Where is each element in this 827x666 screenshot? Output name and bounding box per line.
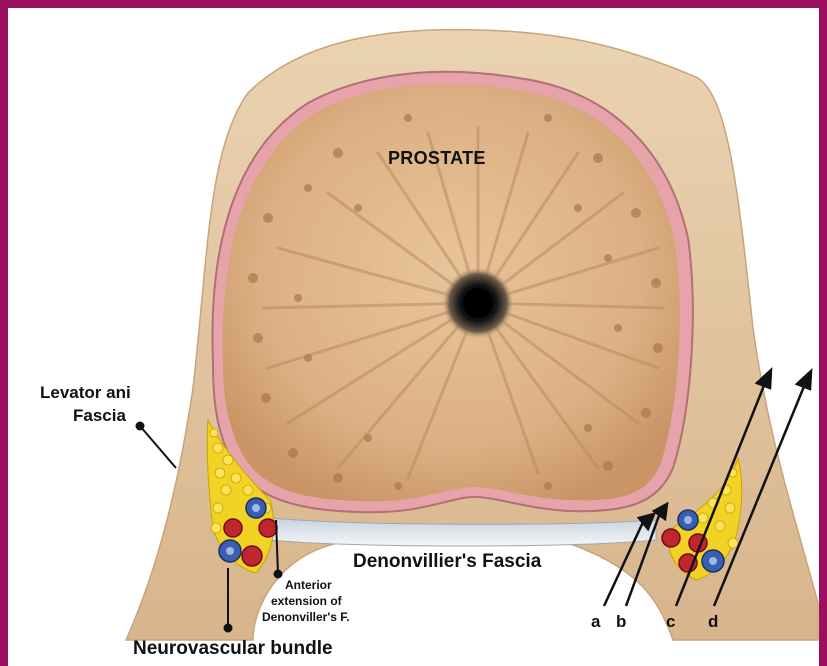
plane-d-arrowhead <box>797 371 811 389</box>
levator-leader-line <box>140 426 176 468</box>
plane-d-label: d <box>708 612 718 632</box>
denonvillier-label: Denonvillier's Fascia <box>353 551 541 573</box>
diagram-canvas: PROSTATE Levator ani Fascia Denonvillier… <box>8 8 819 666</box>
anterior-extension-label-1: Anterior <box>285 578 332 592</box>
levator-ani-label: Levator ani <box>40 383 131 403</box>
prostate-label: PROSTATE <box>388 148 486 169</box>
anterior-extension-label-3: Denonviller's F. <box>262 610 350 624</box>
levator-fascia-label: Fascia <box>73 406 126 426</box>
neurovascular-bundle-label: Neurovascular bundle <box>133 638 333 660</box>
anterior-extension-label-2: extension of <box>271 594 342 608</box>
plane-c-label: c <box>666 612 675 632</box>
plane-b-label: b <box>616 612 626 632</box>
plane-a-label: a <box>591 612 600 632</box>
